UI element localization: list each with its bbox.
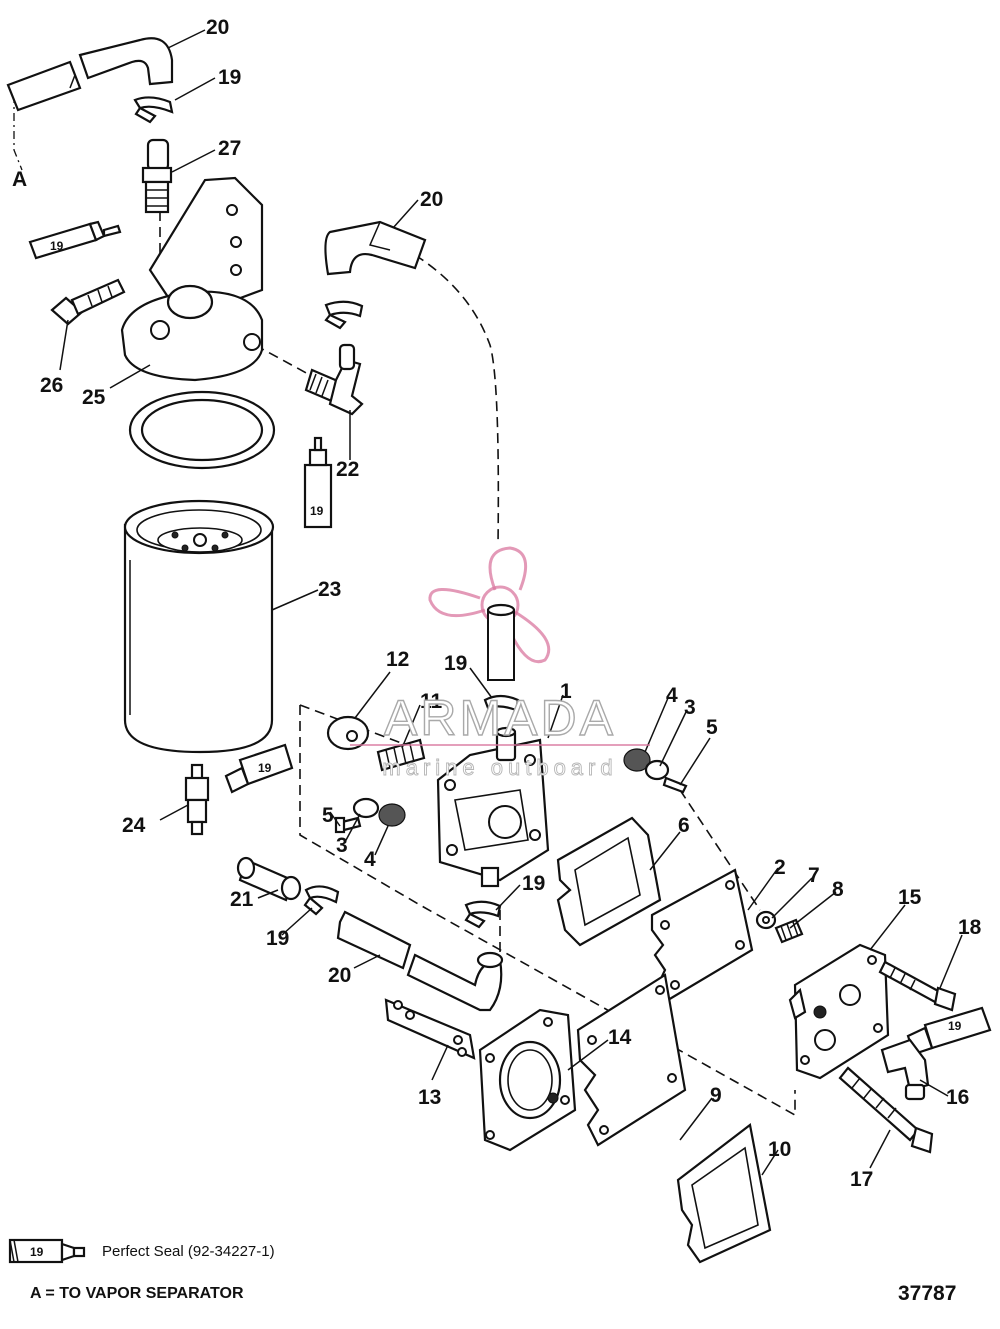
footnote-vapor-separator: A = TO VAPOR SEPARATOR (30, 1285, 244, 1302)
callout-19-top: 19 (218, 66, 241, 89)
callout-27: 27 (218, 137, 241, 160)
callout-16: 16 (946, 1086, 969, 1109)
gasket-10 (676, 1123, 772, 1264)
callout-8: 8 (832, 878, 844, 901)
callout-4-right: 4 (666, 684, 678, 707)
callout-25: 25 (82, 386, 106, 409)
callout-12: 12 (386, 648, 409, 671)
hose-clamp-left (303, 885, 340, 916)
callout-7: 7 (808, 864, 820, 887)
washer-3-left (352, 797, 380, 819)
washer-3-right (644, 759, 670, 781)
fitting-21 (236, 856, 302, 902)
fuel-hose-bottom (336, 910, 504, 1012)
callout-labels: 20 19 27 20 26 25 22 23 12 19 1 11 4 3 5… (40, 16, 982, 1191)
callout-1: 1 (560, 680, 572, 703)
washer-7 (755, 910, 777, 930)
screen-4-right (623, 748, 651, 772)
diaphragm-2 (650, 868, 754, 1002)
callout-21: 21 (230, 888, 254, 911)
callout-17: 17 (850, 1168, 873, 1191)
callout-3-left: 3 (336, 834, 348, 857)
vapor-separator-marker: A (12, 168, 27, 191)
hose-clamp-pump-top (483, 694, 520, 712)
callout-6: 6 (678, 814, 690, 837)
callout-20-top: 20 (206, 16, 229, 39)
brand-watermark: ARMADA marine outboard (350, 546, 650, 780)
fuel-hose-vertical-end (486, 603, 516, 617)
callout-24: 24 (122, 814, 146, 837)
sealant-tube-c-label: 19 (258, 761, 272, 775)
callout-26: 26 (40, 374, 63, 397)
screw-5-right (662, 776, 688, 794)
callout-3-right: 3 (684, 696, 696, 719)
sealant-tube-b: 19 (303, 436, 333, 529)
diagram-reference-number: 37787 (898, 1282, 956, 1305)
leader-lines (59, 29, 963, 1176)
callout-19-pump-top: 19 (444, 652, 467, 675)
callout-9: 9 (710, 1084, 722, 1107)
diaphragm-9 (576, 973, 687, 1147)
pump-housing-14 (478, 1008, 577, 1152)
legend-tube-icon: 19 (8, 1238, 86, 1264)
vapor-line-to-A (13, 95, 23, 171)
bolt-18 (878, 960, 957, 1012)
sealant-tube-a: 19 (28, 220, 122, 260)
callout-23: 23 (318, 578, 341, 601)
callout-14: 14 (608, 1026, 632, 1049)
legend-tube-number: 19 (30, 1245, 44, 1259)
callout-20-middle: 20 (420, 188, 443, 211)
hose-clamp-middle (324, 300, 364, 330)
fuel-filter-23 (123, 499, 275, 754)
callout-19-left: 19 (266, 927, 289, 950)
water-sensor-24 (184, 763, 210, 836)
fuel-hose-vertical (487, 609, 515, 681)
diaphragm-guide (679, 789, 761, 911)
sealant-legend: 19 Perfect Seal (92-34227-1) (8, 1238, 275, 1264)
spring-8 (774, 918, 804, 944)
pump-assembly-boundary (299, 705, 796, 1117)
bolt-17 (838, 1066, 934, 1154)
callout-2: 2 (774, 856, 786, 879)
pump-cover-15 (788, 943, 890, 1080)
fuel-line-path (414, 254, 500, 546)
callout-4-left: 4 (364, 848, 376, 871)
fuel-pump-body-1 (436, 726, 550, 888)
sealant-tube-d-label: 19 (948, 1019, 962, 1033)
sealant-tube-b-label: 19 (310, 504, 324, 518)
filter-seal-ring (128, 390, 276, 470)
callout-10: 10 (768, 1138, 791, 1161)
sealant-tube-c: 19 (224, 743, 294, 794)
sealant-tube-d: 19 (906, 1006, 992, 1056)
fitting-22-guide (254, 344, 311, 376)
callout-20-bottom: 20 (328, 964, 351, 987)
hose-clamp-pump-bottom (464, 900, 502, 929)
callout-5-right: 5 (706, 716, 718, 739)
watermark-brand: ARMADA (384, 690, 616, 746)
callout-22: 22 (336, 458, 359, 481)
elbow-fitting-16 (880, 1038, 930, 1101)
fuel-hose-top (6, 37, 174, 112)
hose-clamp-top (133, 96, 174, 124)
filter-base-bracket (120, 176, 264, 382)
elbow-fitting-22 (304, 343, 364, 416)
gasket-6 (556, 816, 662, 947)
callout-19-pump-bottom: 19 (522, 872, 545, 895)
callout-5-left: 5 (322, 804, 334, 827)
sealant-tube-a-label: 19 (50, 239, 64, 253)
callout-18: 18 (958, 916, 982, 939)
fuel-hose-middle (324, 220, 427, 276)
callout-13: 13 (418, 1086, 441, 1109)
screen-4-left (378, 803, 406, 827)
seal-12 (326, 715, 370, 751)
bolt-26 (50, 278, 126, 326)
callout-11: 11 (420, 690, 443, 713)
callout-15: 15 (898, 886, 922, 909)
mounting-bracket-13 (384, 998, 476, 1060)
legend-description: Perfect Seal (92-34227-1) (102, 1243, 275, 1260)
hose-fitting-27 (141, 138, 173, 214)
watermark-tagline: marine outboard (382, 755, 617, 780)
